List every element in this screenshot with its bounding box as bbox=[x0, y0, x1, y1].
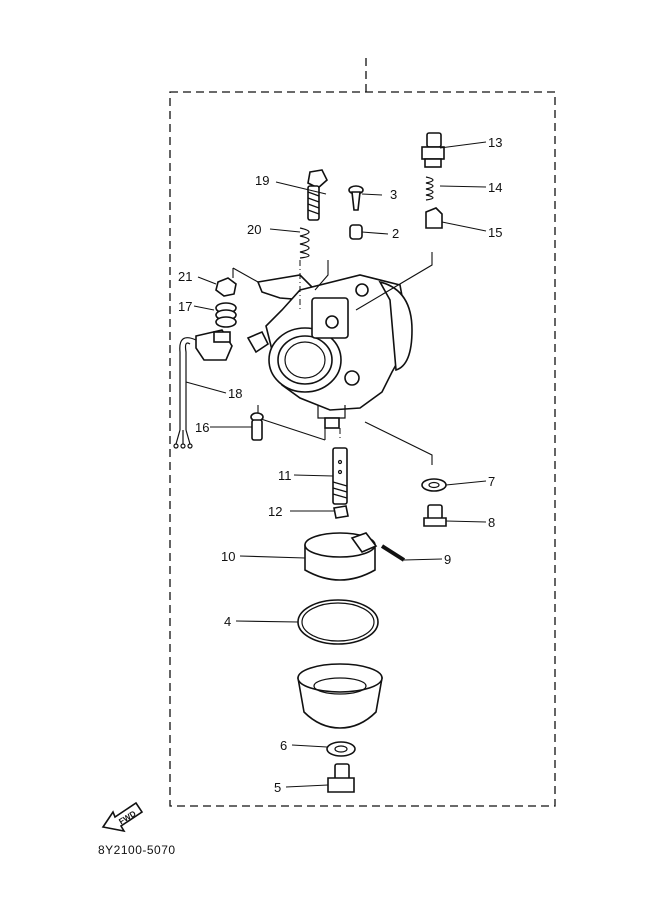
plunger-spring bbox=[425, 176, 434, 201]
main-nozzle bbox=[332, 447, 348, 505]
plug bbox=[349, 224, 363, 240]
callout-8: 8 bbox=[488, 515, 495, 530]
small-screw bbox=[348, 185, 364, 211]
forward-arrow-icon: FWD bbox=[101, 801, 144, 833]
callout-16: 16 bbox=[195, 420, 209, 435]
callout-5: 5 bbox=[274, 780, 281, 795]
float-bowl-gasket bbox=[297, 599, 379, 645]
bowl-washer bbox=[326, 741, 356, 757]
callout-13: 13 bbox=[488, 135, 502, 150]
callout-20: 20 bbox=[247, 222, 261, 237]
callout-14: 14 bbox=[488, 180, 502, 195]
float-bowl bbox=[297, 663, 383, 729]
drain-screw bbox=[250, 412, 264, 441]
callout-6: 6 bbox=[280, 738, 287, 753]
callout-15: 15 bbox=[488, 225, 502, 240]
callout-21: 21 bbox=[178, 269, 192, 284]
callout-labels: 13 14 15 19 3 20 2 21 17 18 16 7 8 11 12… bbox=[178, 135, 502, 795]
callout-17: 17 bbox=[178, 299, 192, 314]
float bbox=[304, 532, 378, 581]
bowl-plug-bolt bbox=[327, 763, 355, 793]
callout-4: 4 bbox=[224, 614, 231, 629]
carburetor-body bbox=[246, 274, 413, 429]
callout-3: 3 bbox=[390, 187, 397, 202]
callout-10: 10 bbox=[221, 549, 235, 564]
assembly-guide-lines bbox=[232, 252, 433, 465]
callout-11: 11 bbox=[278, 468, 292, 483]
callout-7: 7 bbox=[488, 474, 495, 489]
plunger-cap bbox=[425, 207, 443, 229]
throttle-stop-screw bbox=[307, 169, 328, 221]
throttle-screw-spring bbox=[299, 227, 310, 259]
callout-18: 18 bbox=[228, 386, 242, 401]
drawing-code: 8Y2100-5070 bbox=[98, 843, 176, 857]
starter-plunger bbox=[421, 132, 445, 168]
drain-washer bbox=[421, 478, 447, 492]
callout-2: 2 bbox=[392, 226, 399, 241]
float-pin bbox=[380, 544, 406, 562]
heater-lead bbox=[173, 329, 233, 449]
air-screw-spring bbox=[215, 302, 237, 328]
callout-19: 19 bbox=[255, 173, 269, 188]
nut bbox=[215, 277, 237, 297]
callout-12: 12 bbox=[268, 504, 282, 519]
drain-plug bbox=[423, 504, 447, 527]
callout-leaders bbox=[185, 141, 487, 788]
assembly-boundary bbox=[169, 58, 556, 807]
callout-9: 9 bbox=[444, 552, 451, 567]
main-jet bbox=[333, 505, 349, 519]
